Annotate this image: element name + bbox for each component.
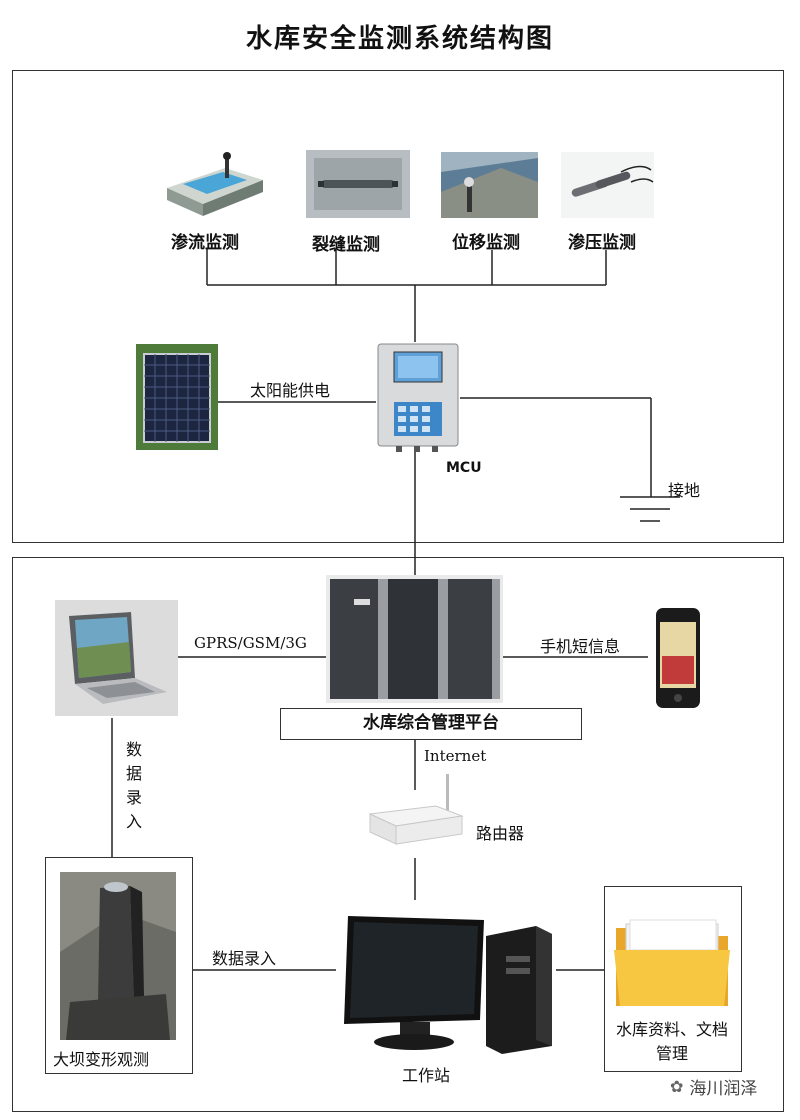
laptop-icon [55,600,178,716]
workstation-label: 工作站 [402,1066,451,1085]
wechat-icon: ✿ [670,1077,684,1096]
solar-power-label: 太阳能供电 [250,381,331,400]
field-panel [12,70,784,543]
internet-label: Internet [424,747,487,765]
platform-box: 水库综合管理平台 [280,708,582,740]
workstation-icon [336,908,556,1054]
mcu-device-icon [376,342,460,452]
sensor-label-piezometer: 渗压监测 [568,233,636,253]
displacement-sensor-icon [441,152,538,218]
piezometer-icon [561,152,654,218]
seepage-sensor-icon [163,150,267,218]
crack-sensor-icon [306,150,410,218]
mcu-label: MCU [446,460,482,476]
folder-icon [612,914,732,1010]
ground-label: 接地 [668,481,701,500]
comm-label: GPRS/GSM/3G [194,634,307,652]
data-entry-horizontal-label: 数据录入 [212,949,277,968]
watermark-text: 海川润泽 [689,1079,758,1099]
archive-label: 水库资料、文档管理 [615,1020,728,1063]
dam-label: 大坝变形观测 [53,1050,150,1069]
center-panel [12,557,784,1112]
dam-monument-icon [60,872,176,1040]
sensor-label-seepage: 渗流监测 [171,233,239,253]
sms-label: 手机短信息 [540,637,621,656]
router-icon [366,770,466,858]
watermark: ✿ 海川润泽 [670,1074,757,1099]
platform-label: 水库综合管理平台 [363,713,499,733]
server-rack-icon [326,575,503,703]
sensor-label-displacement: 位移监测 [452,233,520,253]
phone-icon [654,606,702,710]
sensor-label-crack: 裂缝监测 [312,235,380,255]
solar-panel-icon [136,344,218,450]
data-entry-vertical-label: 数据录入 [125,740,142,831]
diagram-title: 水库安全监测系统结构图 [245,24,554,54]
router-label: 路由器 [476,824,525,843]
